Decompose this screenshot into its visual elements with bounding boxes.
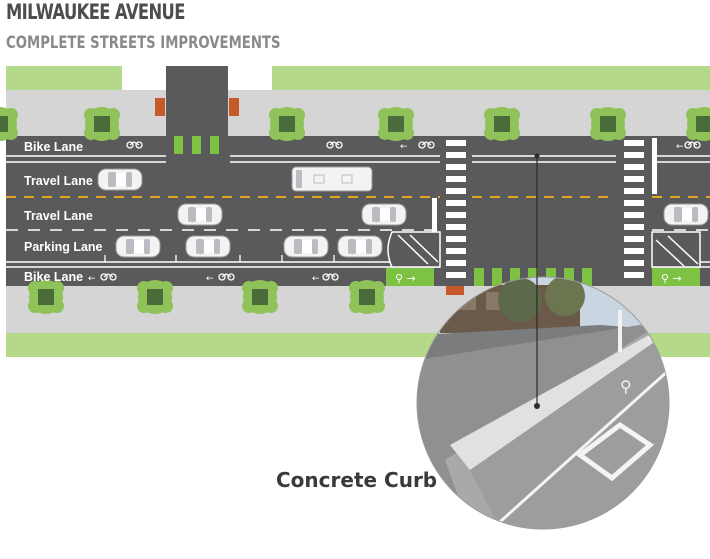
lane-label-travel-1: Travel Lane [24, 174, 93, 188]
bike-box-green-right [652, 268, 700, 286]
page-subtitle: COMPLETE STREETS IMPROVEMENTS [6, 33, 281, 53]
side-street [166, 66, 228, 138]
crosswalk-right [624, 140, 644, 278]
bike-box-arrow-icon-2: ⚲ → [661, 272, 682, 285]
tree-icon [686, 107, 710, 141]
bus [291, 166, 373, 192]
stop-line-far [652, 138, 657, 194]
car [663, 203, 709, 226]
tree-icon [349, 280, 385, 314]
svg-text:←: ← [88, 274, 96, 284]
svg-text:←: ← [400, 142, 408, 152]
svg-text:←: ← [676, 142, 684, 152]
tree-icon [378, 107, 414, 141]
bumpout-right [229, 98, 239, 116]
tree-icon [84, 107, 120, 141]
bike-box-green-left [386, 268, 434, 286]
bumpout-left [155, 98, 165, 116]
parked-car [115, 235, 161, 258]
lane-label-bike-bottom: Bike Lane [24, 270, 83, 284]
grass-strip-top-right [272, 66, 710, 90]
page-title: MILWAUKEE AVENUE [6, 0, 185, 24]
callout-dot-top [534, 153, 540, 159]
car [177, 203, 223, 226]
car [361, 203, 407, 226]
crosswalk-left [446, 140, 466, 278]
svg-text:←: ← [312, 274, 320, 284]
bike-box-arrow-icon: ⚲ → [395, 272, 416, 285]
roadway [6, 136, 710, 286]
parking-stall-marks [104, 255, 335, 262]
tree-icon [590, 107, 626, 141]
bumpout-bottom [446, 286, 464, 295]
photo-frame [416, 276, 670, 530]
tree-icon [28, 280, 64, 314]
tree-icon [484, 107, 520, 141]
callout-dot-bottom [534, 403, 540, 409]
parked-car [185, 235, 231, 258]
concrete-curb-photo: ⚲ [417, 277, 669, 529]
lane-label-parking: Parking Lane [24, 240, 103, 254]
svg-text:←: ← [206, 274, 214, 284]
tree-icon [242, 280, 278, 314]
sidewalk-top-right [228, 90, 710, 136]
parking-bumpout-hatch [387, 231, 701, 268]
parked-car [337, 235, 383, 258]
lane-label-travel-2: Travel Lane [24, 209, 93, 223]
callout-label: Concrete Curb [276, 468, 437, 492]
svg-text:⚲: ⚲ [620, 377, 632, 396]
grass-strip-top-left [6, 66, 122, 90]
tree-icon [269, 107, 305, 141]
bike-lane-top-buffer [6, 155, 710, 163]
tree-icon [0, 107, 18, 141]
car [97, 168, 143, 191]
lane-label-bike-top: Bike Lane [24, 140, 83, 154]
stop-line [432, 198, 437, 232]
tree-icon [137, 280, 173, 314]
parked-car [283, 235, 329, 258]
